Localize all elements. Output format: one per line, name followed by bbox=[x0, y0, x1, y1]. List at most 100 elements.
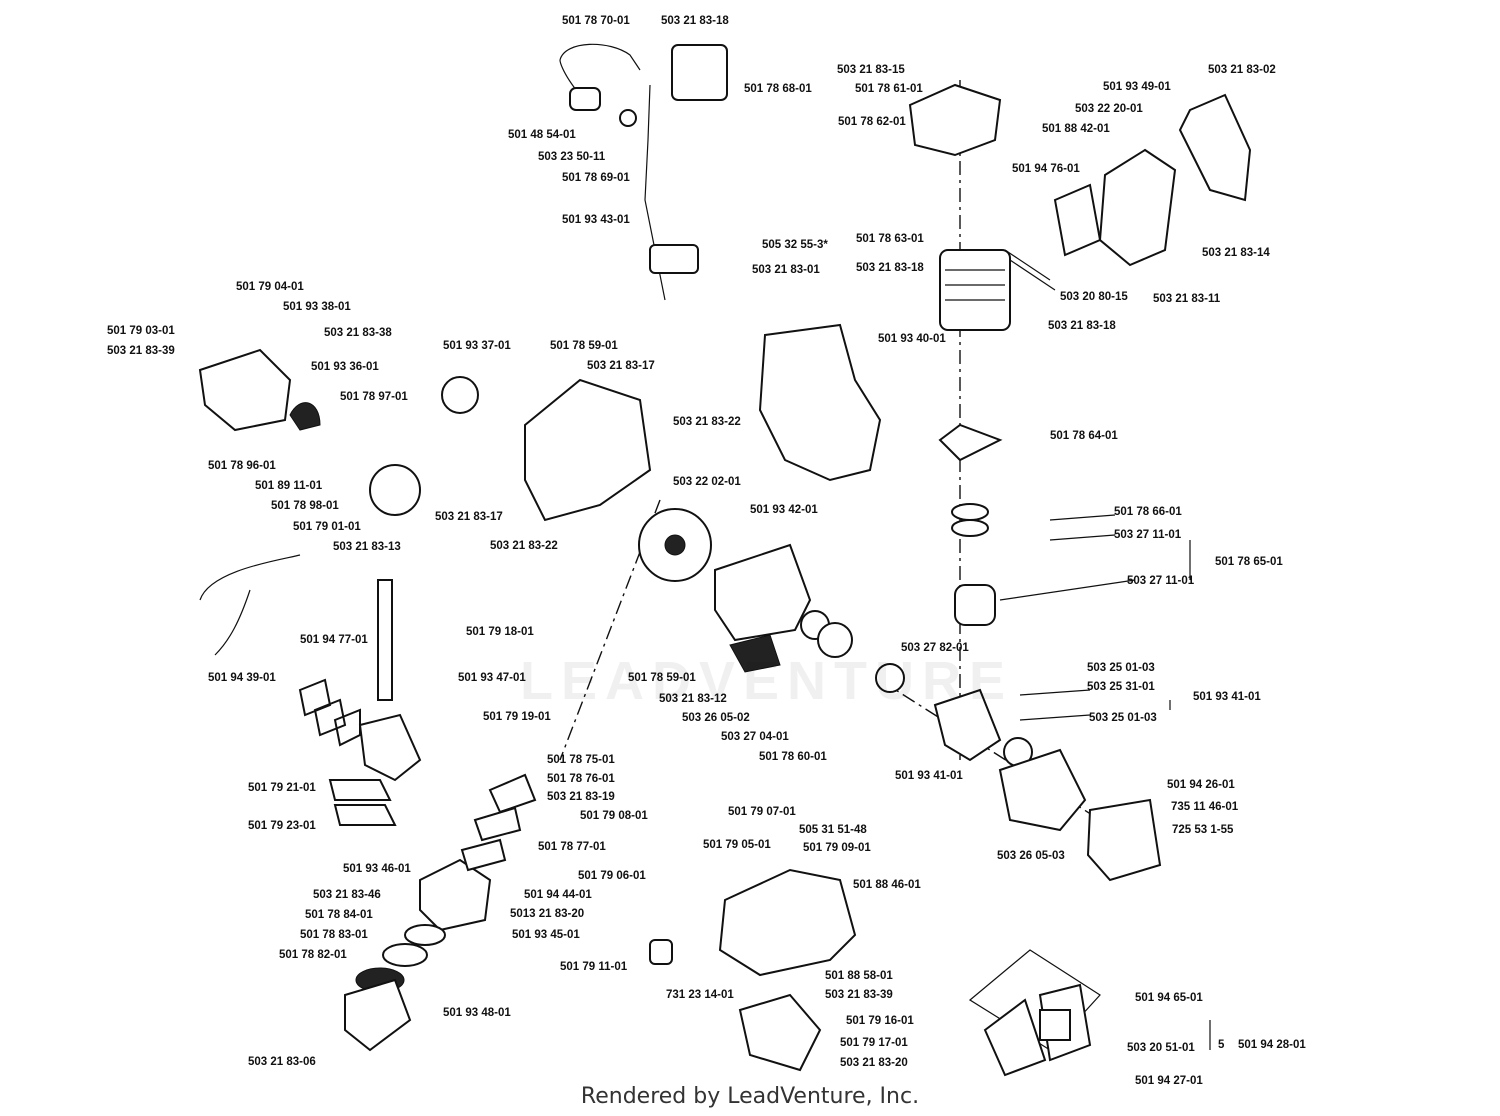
part-number-label: 501 78 97-01 bbox=[340, 391, 408, 403]
part-number-label: 501 78 64-01 bbox=[1050, 430, 1118, 442]
part-number-label: 501 79 19-01 bbox=[483, 711, 551, 723]
piston-ring-1 bbox=[951, 503, 989, 521]
filter-element bbox=[404, 924, 446, 946]
part-number-label: 501 88 42-01 bbox=[1042, 123, 1110, 135]
heat-shield bbox=[908, 83, 1002, 157]
cylinder-cover bbox=[1178, 93, 1252, 202]
part-number-label: 503 21 83-17 bbox=[587, 360, 655, 372]
part-number-label: 501 94 39-01 bbox=[208, 672, 276, 684]
piston-ring-2 bbox=[951, 519, 989, 537]
part-number-label: 503 22 02-01 bbox=[673, 476, 741, 488]
crankcase-seal bbox=[729, 634, 781, 673]
ignition-module bbox=[671, 44, 728, 101]
cylinder bbox=[939, 249, 1011, 331]
part-number-label: 501 93 45-01 bbox=[512, 929, 580, 941]
part-number-label: 501 88 46-01 bbox=[853, 879, 921, 891]
part-number-label: 501 79 01-01 bbox=[293, 521, 361, 533]
part-number-label: 501 93 46-01 bbox=[343, 863, 411, 875]
part-number-label: 503 27 11-01 bbox=[1127, 575, 1195, 587]
part-number-label: 501 78 98-01 bbox=[271, 500, 339, 512]
part-number-label: 501 94 27-01 bbox=[1135, 1075, 1203, 1087]
cylinder-fins bbox=[945, 269, 1005, 301]
stop-switch bbox=[649, 244, 699, 274]
part-number-label: 501 94 76-01 bbox=[1012, 163, 1080, 175]
part-number-label: 503 20 51-01 bbox=[1127, 1042, 1195, 1054]
part-number-label: 501 78 75-01 bbox=[547, 754, 615, 766]
part-number-label: 503 22 20-01 bbox=[1075, 103, 1143, 115]
part-number-label: 501 94 26-01 bbox=[1167, 779, 1235, 791]
part-number-label: 503 21 83-18 bbox=[661, 15, 729, 27]
starter-housing bbox=[198, 348, 292, 432]
part-number-label: 503 25 01-03 bbox=[1087, 662, 1155, 674]
part-number-label: 501 78 70-01 bbox=[562, 15, 630, 27]
muffler-gasket bbox=[1053, 183, 1102, 257]
part-number-label: 501 48 54-01 bbox=[508, 129, 576, 141]
part-number-label: 503 26 05-02 bbox=[682, 712, 750, 724]
part-number-label: 505 31 51-48 bbox=[799, 824, 867, 836]
crankshaft-bearing bbox=[875, 663, 905, 693]
part-number-label: 503 21 83-18 bbox=[856, 262, 924, 274]
seal-ring bbox=[817, 622, 853, 658]
part-number-label: 503 21 83-18 bbox=[1048, 320, 1116, 332]
part-number-label: 503 21 83-22 bbox=[673, 416, 741, 428]
part-number-label: 503 21 83-01 bbox=[752, 264, 820, 276]
part-number-label: 503 21 83-46 bbox=[313, 889, 381, 901]
part-number-label: 503 25 01-03 bbox=[1089, 712, 1157, 724]
part-number-label: 501 79 21-01 bbox=[248, 782, 316, 794]
part-number-label: 5013 21 83-20 bbox=[510, 908, 585, 920]
part-number-label: 501 78 76-01 bbox=[547, 773, 615, 785]
part-number-label: 501 79 05-01 bbox=[703, 839, 771, 851]
part-number-label: 501 79 07-01 bbox=[728, 806, 796, 818]
flywheel-hub bbox=[664, 534, 686, 556]
part-number-label: 501 94 65-01 bbox=[1135, 992, 1203, 1004]
part-number-label: 501 79 06-01 bbox=[578, 870, 646, 882]
part-number-label: 501 93 43-01 bbox=[562, 214, 630, 226]
part-number-label: 501 93 37-01 bbox=[443, 340, 511, 352]
part-number-label: 501 78 65-01 bbox=[1215, 556, 1283, 568]
part-number-label: 501 93 40-01 bbox=[878, 333, 946, 345]
part-number-label: 501 79 11-01 bbox=[560, 961, 628, 973]
part-number-label: 503 20 80-15 bbox=[1060, 291, 1128, 303]
part-number-label: 503 25 31-01 bbox=[1087, 681, 1155, 693]
part-number-label: 503 21 83-15 bbox=[837, 64, 905, 76]
part-number-label: 503 21 83-22 bbox=[490, 540, 558, 552]
carburetor bbox=[358, 713, 422, 782]
carburetor-stack bbox=[377, 579, 393, 701]
part-number-label: 503 21 83-38 bbox=[324, 327, 392, 339]
part-number-label: 501 79 09-01 bbox=[803, 842, 871, 854]
part-number-label: 501 79 08-01 bbox=[580, 810, 648, 822]
part-number-label: 501 79 03-01 bbox=[107, 325, 175, 337]
part-number-label: 501 93 42-01 bbox=[750, 504, 818, 516]
starter-pulley bbox=[441, 376, 479, 414]
part-number-label: 503 21 83-39 bbox=[825, 989, 893, 1001]
part-number-label: 501 79 23-01 bbox=[248, 820, 316, 832]
carburetor-plates bbox=[328, 779, 397, 826]
part-number-label: 501 93 41-01 bbox=[1193, 691, 1261, 703]
spark-plug bbox=[619, 109, 637, 127]
cylinder-gasket bbox=[938, 423, 1003, 462]
part-number-label: 501 78 84-01 bbox=[305, 909, 373, 921]
filter-plate bbox=[382, 943, 428, 967]
part-number-label: 501 93 47-01 bbox=[458, 672, 526, 684]
leader-lines-crank bbox=[1019, 689, 1171, 721]
starter-spring bbox=[369, 464, 421, 516]
part-number-label: 501 78 60-01 bbox=[759, 751, 827, 763]
part-number-label: 501 78 61-01 bbox=[855, 83, 923, 95]
carburetor-diaphragms bbox=[298, 678, 361, 747]
part-number-label: 503 26 05-03 bbox=[997, 850, 1065, 862]
tank-bracket bbox=[738, 993, 822, 1072]
part-number-label: 501 94 77-01 bbox=[300, 634, 368, 646]
part-number-label: 501 78 59-01 bbox=[550, 340, 618, 352]
part-number-label: 505 32 55-3* bbox=[762, 239, 828, 251]
part-number-label: 501 78 68-01 bbox=[744, 83, 812, 95]
part-number-label: 725 53 1-55 bbox=[1172, 824, 1234, 836]
crankcase bbox=[758, 323, 882, 482]
spark-plug-cap bbox=[569, 87, 601, 111]
part-number-label: 503 21 83-06 bbox=[248, 1056, 316, 1068]
watermark: LEADVENTURE bbox=[520, 651, 1014, 711]
part-number-label: 501 78 82-01 bbox=[279, 949, 347, 961]
fan-housing bbox=[524, 378, 652, 522]
air-filter-cover bbox=[344, 978, 412, 1052]
muffler-bolts bbox=[1004, 249, 1056, 291]
